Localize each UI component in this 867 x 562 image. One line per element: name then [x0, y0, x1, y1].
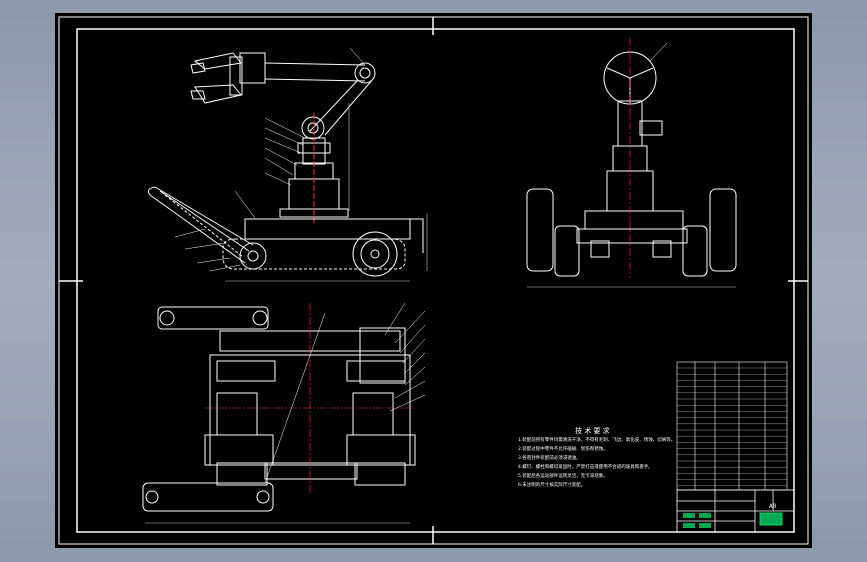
sheet-size-label: A0: [769, 503, 777, 510]
technical-note: 1.装配前所有零件均需清洗干净，不得有毛刺、飞边、氧化皮、锈蚀、切屑等。: [518, 438, 676, 443]
technical-note: 3.各密封件装配前必须浸透油。: [518, 456, 581, 461]
technical-note: 2.装配过程中零件不允许磕碰、划伤和锈蚀。: [518, 447, 608, 452]
technical-note: 6.未注明的尺寸按实际尺寸装配。: [518, 483, 586, 488]
title-block: [676, 489, 795, 533]
top-view-leaders: [384, 302, 426, 412]
centering-marks: [59, 17, 808, 544]
technical-note: 4.螺钉、螺栓和螺母紧固时，严禁打击或使用不合适的旋具和扳手。: [518, 465, 653, 470]
drawing-sheet: 技 术 要 求 1.装配前所有零件均需清洗干净，不得有毛刺、飞边、氧化皮、锈蚀、…: [55, 13, 812, 548]
technical-notes-title: 技 术 要 求: [575, 427, 610, 435]
technical-note: 5.装配后各运动部件运转灵活，无卡滞现象。: [518, 474, 608, 479]
inner-border: [76, 28, 795, 533]
outer-border: [58, 16, 809, 545]
side-view-robot: [147, 52, 428, 282]
top-view-robot: [142, 303, 416, 524]
cad-drawing: [58, 16, 809, 545]
leader-lines: [174, 47, 366, 272]
front-view-robot: [526, 38, 737, 288]
parts-list: [676, 361, 788, 491]
